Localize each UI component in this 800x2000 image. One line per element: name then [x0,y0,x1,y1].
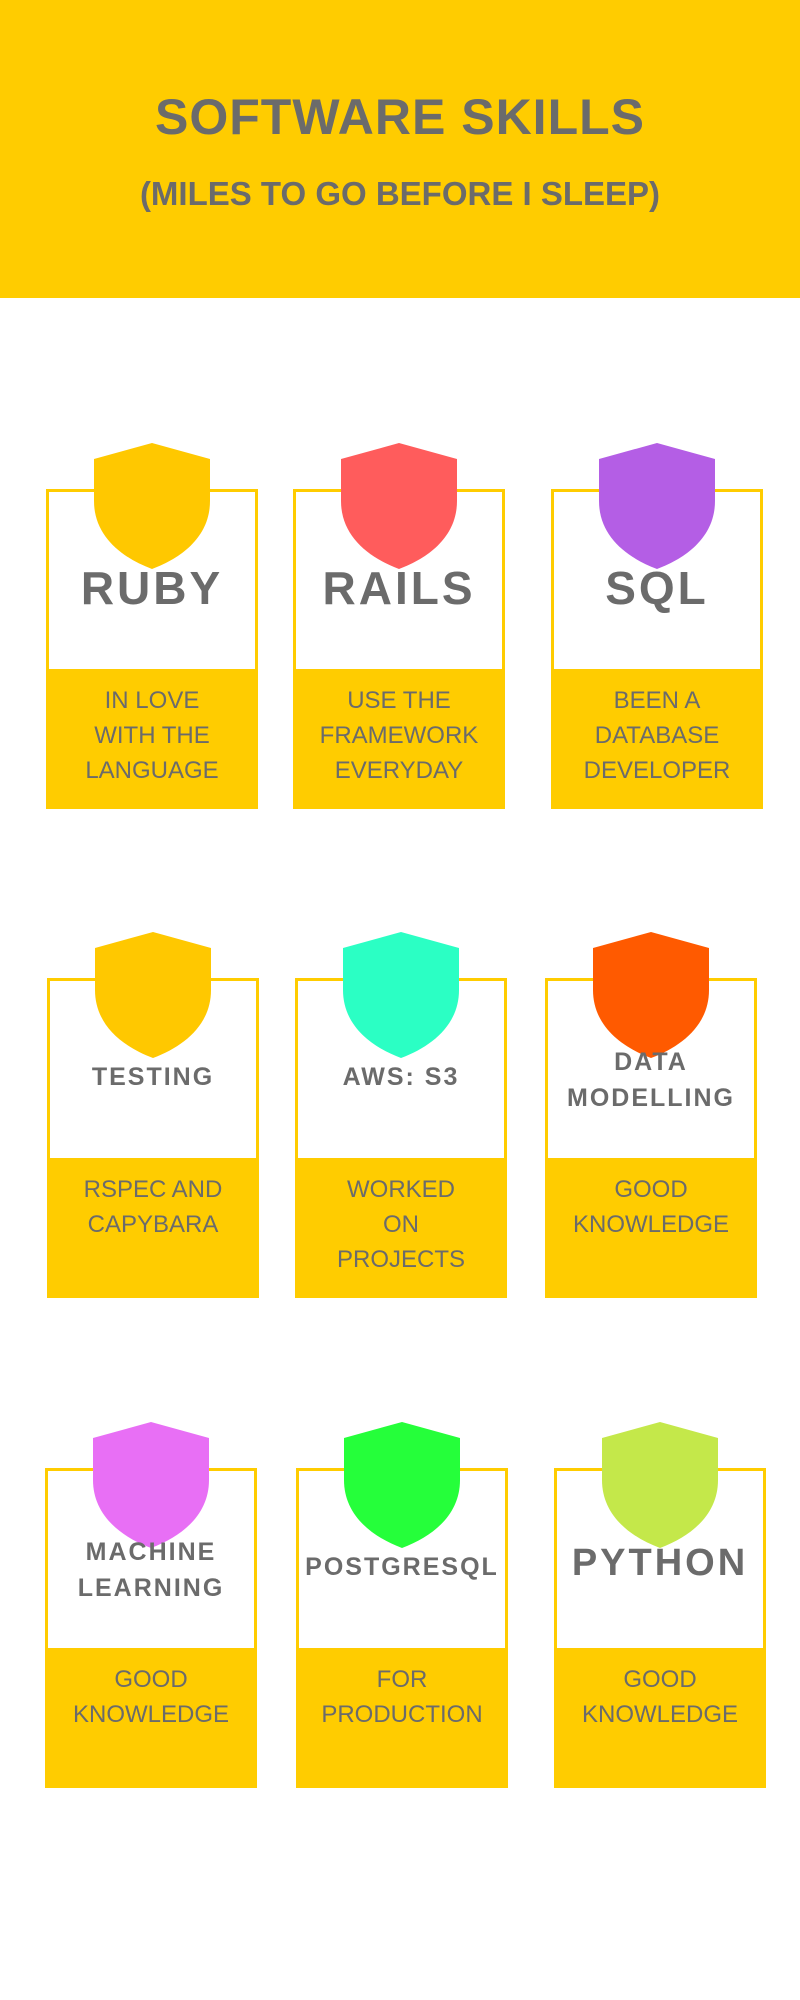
shield-icon [95,932,211,1058]
skill-name: TESTING [91,1063,215,1091]
skill-card-bottom: GOOD KNOWLEDGE [45,1648,257,1788]
skill-card-ruby: IN LOVE WITH THE LANGUAGE RUBY [46,443,258,809]
shield-icon [602,1422,718,1548]
shield-icon [93,1422,209,1548]
skill-description: GOOD KNOWLEDGE [581,1666,739,1728]
skill-description: BEEN A DATABASE DEVELOPER [583,687,731,784]
skill-description: GOOD KNOWLEDGE [572,1176,730,1238]
skill-card-sql: BEEN A DATABASE DEVELOPER SQL [551,443,763,809]
shield-icon [599,443,715,569]
page-title: SOFTWARE SKILLS [155,89,645,145]
skill-name: PYTHON [571,1542,749,1584]
skill-description: IN LOVE WITH THE LANGUAGE [85,687,219,784]
skill-card-machine-learning: GOOD KNOWLEDGE MACHINE LEARNING [45,1422,257,1788]
skill-description: USE THE FRAMEWORK EVERYDAY [319,687,479,784]
page-subtitle: (MILES TO GO BEFORE I SLEEP) [139,175,661,212]
skill-card-bottom: GOOD KNOWLEDGE [554,1648,766,1788]
skill-description: GOOD KNOWLEDGE [72,1666,230,1728]
skill-description: WORKED ON PROJECTS [336,1176,465,1273]
skill-card-bottom: GOOD KNOWLEDGE [545,1158,757,1298]
skill-card-bottom: BEEN A DATABASE DEVELOPER [551,669,763,809]
skill-card-python: GOOD KNOWLEDGE PYTHON [554,1422,766,1788]
shield-icon [343,932,459,1058]
shield-icon [94,443,210,569]
skill-name: RUBY [80,562,224,614]
skill-name: SQL [605,562,709,614]
skill-card-bottom: WORKED ON PROJECTS [295,1158,507,1298]
shield-icon [341,443,457,569]
skill-card-aws-s3: WORKED ON PROJECTS AWS: S3 [295,932,507,1298]
shield-icon [344,1422,460,1548]
skill-name: AWS: S3 [342,1063,460,1091]
skill-name: RAILS [322,562,476,614]
skill-card-postgresql: FOR PRODUCTION POSTGRESQL [296,1422,508,1788]
skill-name: POSTGRESQL [305,1553,499,1581]
skill-card-bottom: IN LOVE WITH THE LANGUAGE [46,669,258,809]
skill-card-bottom: RSPEC AND CAPYBARA [47,1158,259,1298]
skill-card-rails: USE THE FRAMEWORK EVERYDAY RAILS [293,443,505,809]
skill-card-bottom: FOR PRODUCTION [296,1648,508,1788]
skill-description: RSPEC AND CAPYBARA [83,1176,223,1238]
skill-card-data-modelling: GOOD KNOWLEDGE DATA MODELLING [545,932,757,1298]
skill-description: FOR PRODUCTION [321,1666,483,1728]
skill-card-bottom: USE THE FRAMEWORK EVERYDAY [293,669,505,809]
shield-icon [593,932,709,1058]
skill-card-testing: RSPEC AND CAPYBARA TESTING [47,932,259,1298]
skill-name: MACHINE LEARNING [77,1538,225,1602]
header-banner: SOFTWARE SKILLS (MILES TO GO BEFORE I SL… [0,0,800,298]
skill-name: DATA MODELLING [567,1048,735,1112]
